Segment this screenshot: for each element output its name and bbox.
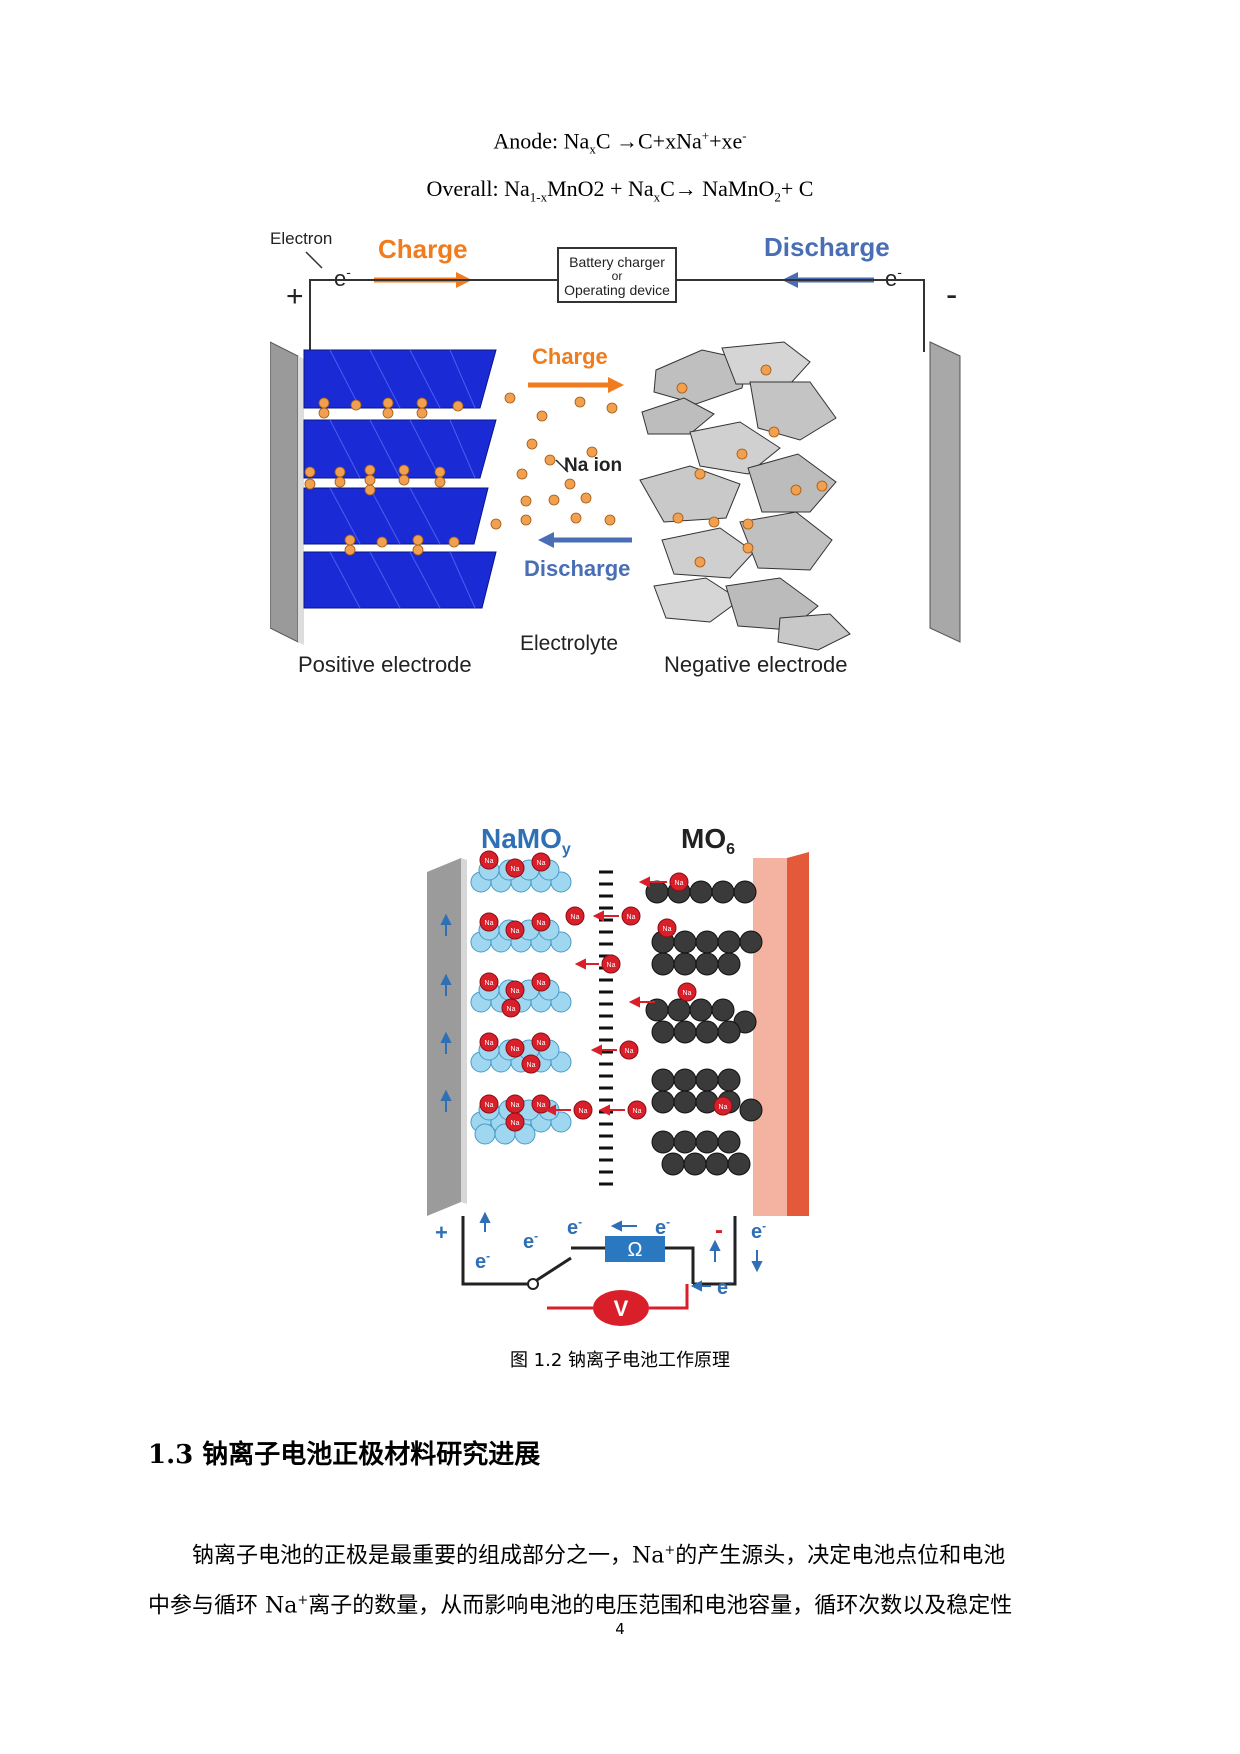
ion-migration-arrows — [544, 876, 667, 1116]
paragraph-line-1: 钠离子电池的正极是最重要的组成部分之一，Na+的产生源头，决定电池点位和电池 — [192, 1543, 1006, 1569]
svg-text:Na: Na — [607, 962, 616, 969]
svg-text:Na: Na — [511, 1120, 520, 1127]
svg-text:or: or — [612, 269, 623, 283]
electrolyte-na-ions — [490, 392, 618, 530]
svg-text:e-: e- — [717, 1275, 732, 1299]
anode-na-ions — [672, 364, 828, 568]
na-ion-label: Na ion — [564, 455, 622, 476]
circuit-electron-arrows — [479, 1211, 763, 1292]
svg-text:Battery charger: Battery charger — [569, 254, 665, 270]
circuit-wire-left — [461, 1216, 531, 1286]
paragraph-line-2: 中参与循环 Na+离子的数量，从而影响电池的电压范围和电池容量，循环次数以及稳定… — [148, 1593, 1013, 1619]
battery-charger-box: Battery charger or Operating device — [557, 247, 677, 303]
svg-text:Na: Na — [511, 1102, 520, 1109]
positive-current-collector — [270, 341, 299, 643]
svg-text:Na: Na — [663, 926, 672, 933]
electron-right-label: e- — [885, 264, 902, 291]
battery-schematic-figure: Electron e- e- + - Charge Discharge Batt… — [270, 229, 961, 677]
anode-minus-sign: - — [715, 1217, 723, 1244]
mo6-title: MO6 — [681, 823, 735, 858]
negative-current-collector — [929, 341, 961, 643]
svg-text:Na: Na — [537, 1040, 546, 1047]
discharge-top-label: Discharge — [764, 232, 890, 262]
svg-text:Na: Na — [633, 1108, 642, 1115]
svg-text:Na: Na — [485, 980, 494, 987]
circuit-wire-right — [693, 1216, 737, 1286]
svg-text:Na: Na — [675, 880, 684, 887]
svg-text:Na: Na — [627, 914, 636, 921]
svg-text:Na: Na — [511, 928, 520, 935]
svg-text:Na: Na — [683, 990, 692, 997]
resistor-box — [605, 1236, 665, 1262]
svg-text:Na: Na — [511, 1046, 520, 1053]
voltmeter-label: V — [614, 1296, 629, 1321]
svg-text:Na: Na — [537, 920, 546, 927]
svg-text:Na: Na — [511, 988, 520, 995]
cathode-electron-arrows — [440, 913, 452, 1112]
svg-text:Na: Na — [571, 914, 580, 921]
page-number: 4 — [615, 1620, 625, 1638]
circuit-wire-left — [309, 279, 558, 352]
svg-text:Na: Na — [511, 866, 520, 873]
graphite-anode — [639, 341, 851, 651]
electrolyte-label: Electrolyte — [520, 632, 618, 655]
namoy-title: NaMOy — [481, 823, 571, 858]
negative-terminal-sign: - — [946, 276, 957, 314]
svg-text:e-: e- — [475, 1249, 490, 1273]
namoy-schematic-figure: NaMOy MO6 — [423, 812, 843, 1332]
overall-equation: Overall: Na1-xMnO2 + NaxC→ NaMnO2+ C — [426, 176, 814, 205]
omega-symbol: Ω — [628, 1239, 643, 1261]
electron-left-label: e- — [334, 264, 351, 291]
svg-text:e-: e- — [523, 1229, 538, 1253]
charge-mid-arrow — [528, 377, 624, 393]
circuit-electron-labels: e- e- e- e- e- e- — [475, 1215, 766, 1299]
electron-label: Electron — [270, 229, 332, 248]
svg-text:Na: Na — [719, 1104, 728, 1111]
svg-text:Na: Na — [485, 858, 494, 865]
charge-mid-label: Charge — [532, 344, 608, 369]
discharge-mid-arrow — [538, 532, 632, 548]
circuit-switch — [536, 1256, 572, 1282]
svg-text:Na: Na — [485, 1102, 494, 1109]
svg-text:Na: Na — [527, 1062, 536, 1069]
discharge-mid-label: Discharge — [524, 556, 630, 581]
svg-text:Na: Na — [537, 980, 546, 987]
svg-text:Operating device: Operating device — [564, 282, 670, 298]
anode-sphere-stacks — [645, 880, 763, 1176]
figure-caption: 图 1.2 钠离子电池工作原理 — [509, 1350, 731, 1371]
svg-text:e-: e- — [751, 1219, 766, 1243]
charge-top-label: Charge — [378, 234, 468, 264]
voltmeter — [593, 1290, 649, 1326]
anode-equation: Anode: NaxC →C+xNa++xe- — [493, 128, 747, 157]
cathode-plus-sign: + — [435, 1220, 448, 1245]
svg-text:Na: Na — [579, 1108, 588, 1115]
svg-text:e-: e- — [567, 1215, 582, 1239]
svg-text:Na: Na — [507, 1006, 516, 1013]
svg-text:Na: Na — [537, 860, 546, 867]
layered-cathode — [303, 349, 497, 609]
negative-electrode-label: Negative electrode — [664, 652, 847, 677]
svg-text:Na: Na — [537, 1102, 546, 1109]
svg-text:e-: e- — [655, 1215, 670, 1239]
positive-electrode-label: Positive electrode — [298, 652, 472, 677]
positive-terminal-sign: + — [286, 280, 304, 313]
section-heading: 1.3 钠离子电池正极材料研究进展 — [148, 1440, 541, 1470]
svg-text:Na: Na — [485, 1040, 494, 1047]
na-plus-ions — [479, 850, 733, 1132]
svg-text:Na: Na — [485, 920, 494, 927]
svg-text:Na: Na — [625, 1048, 634, 1055]
circuit-wire-right — [676, 279, 925, 352]
